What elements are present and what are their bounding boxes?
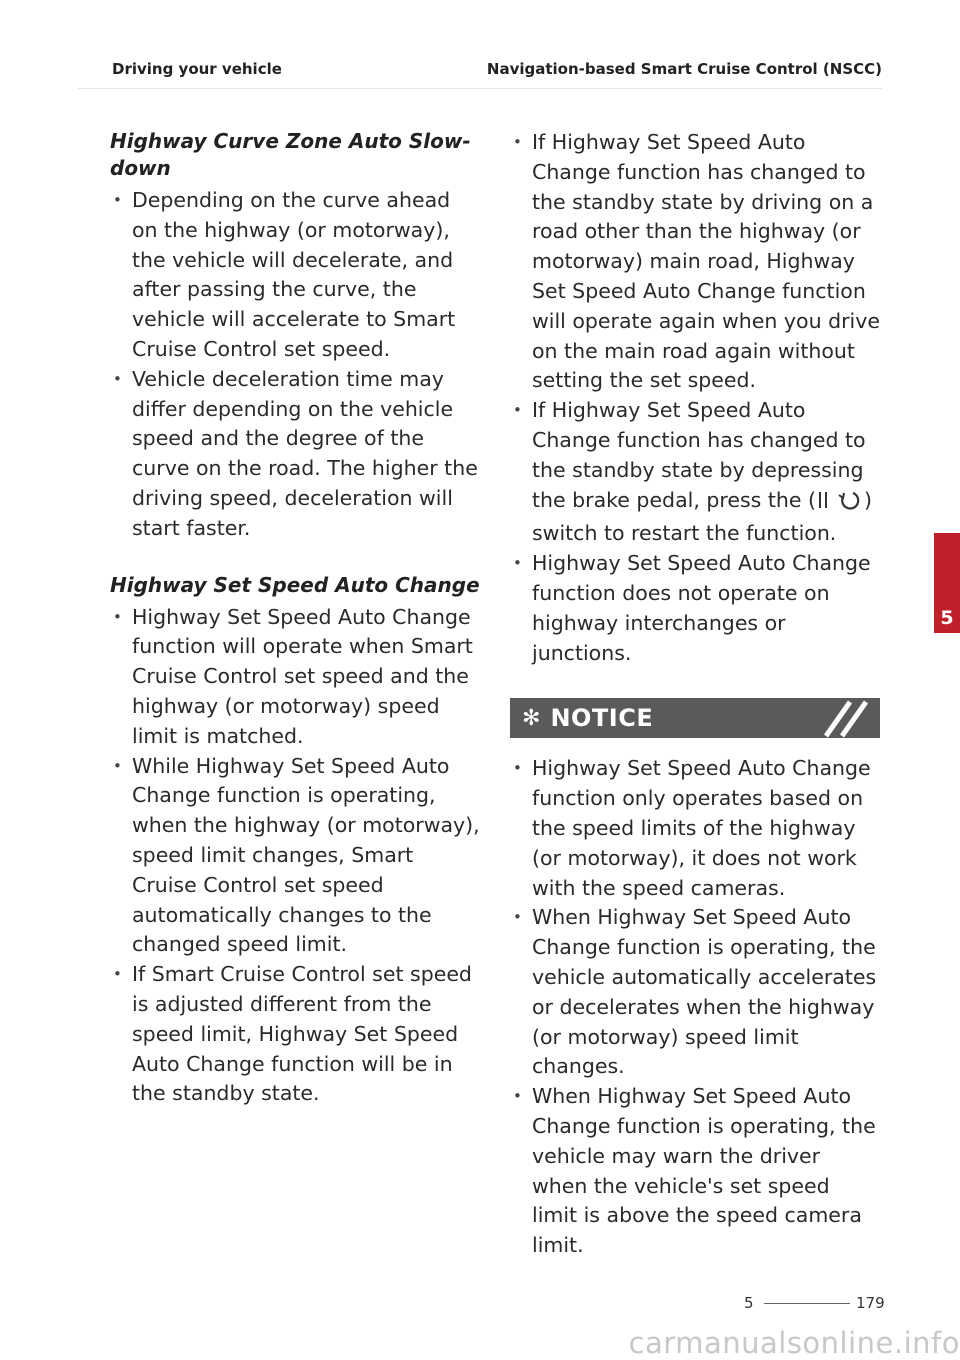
curve-zone-bullets: Depending on the curve ahead on the high… [110, 186, 480, 544]
running-header-topic: Navigation-based Smart Cruise Control (N… [486, 60, 882, 78]
right-column: If Highway Set Speed Auto Change functio… [510, 128, 880, 1261]
footer-chapter-number: 5 [744, 1294, 754, 1312]
footer-page-number: 179 [856, 1294, 885, 1312]
chapter-side-tab: 5 [934, 533, 960, 633]
notice-title: NOTICE [550, 704, 654, 733]
list-item: While Highway Set Speed Auto Change func… [110, 752, 480, 961]
list-item: When Highway Set Speed Auto Change funct… [510, 903, 880, 1082]
section-heading-set-speed-change: Highway Set Speed Auto Change [110, 572, 480, 597]
list-item: Highway Set Speed Auto Change function o… [510, 754, 880, 903]
running-header-section: Driving your vehicle [112, 60, 282, 78]
standby-bullets: If Highway Set Speed Auto Change functio… [510, 128, 880, 668]
list-item: Highway Set Speed Auto Change function d… [510, 549, 880, 668]
list-item: If Highway Set Speed Auto Change functio… [510, 128, 880, 396]
asterisk-icon: ✻ [522, 705, 541, 731]
list-item: Highway Set Speed Auto Change function w… [110, 603, 480, 752]
notice-banner: ✻ NOTICE [510, 698, 880, 739]
list-item: When Highway Set Speed Auto Change funct… [510, 1082, 880, 1261]
list-item-text-tail: ) switch to restart the function. [532, 487, 872, 546]
list-item: If Smart Cruise Control set speed is adj… [110, 960, 480, 1109]
notice-bullets: Highway Set Speed Auto Change function o… [510, 754, 880, 1261]
list-item-text: If Highway Set Speed Auto Change functio… [532, 398, 866, 512]
header-divider [78, 88, 882, 89]
footer-divider [764, 1303, 850, 1304]
section-heading-curve-zone: Highway Curve Zone Auto Slow-down [110, 129, 471, 180]
set-speed-change-bullets: Highway Set Speed Auto Change function w… [110, 603, 480, 1110]
list-item: Depending on the curve ahead on the high… [110, 186, 480, 365]
left-column: Highway Curve Zone Auto Slow-down Depend… [110, 128, 480, 1109]
pause-resume-icon [816, 489, 864, 520]
watermark: carmanualsonline.info [628, 1326, 960, 1360]
double-slash-icon [823, 700, 869, 738]
list-item: If Highway Set Speed Auto Change functio… [510, 396, 880, 549]
list-item: Vehicle deceleration time may differ dep… [110, 365, 480, 544]
